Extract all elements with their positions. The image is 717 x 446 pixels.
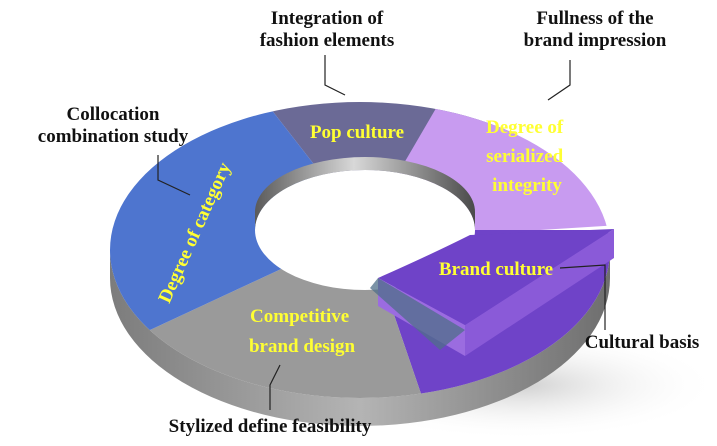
callout-collocation-line2: combination study <box>37 126 189 147</box>
callout-fullness-line2: brand impression <box>523 30 667 51</box>
brand-culture-slab-front <box>465 229 614 356</box>
leader-collocation <box>157 155 191 196</box>
callout-integration: Integration of fashion elements <box>247 8 407 52</box>
callout-fullness-line1: Fullness of the <box>536 8 654 29</box>
callout-collocation: Collocation combination study <box>8 104 218 148</box>
label-brand-culture: Brand culture <box>439 259 553 280</box>
ring-side-wall <box>110 250 610 426</box>
callout-integration-line1: Integration of <box>270 8 384 29</box>
callout-stylized: Stylized define feasibility <box>130 416 410 438</box>
callout-cultural-basis: Cultural basis <box>572 332 712 354</box>
label-serialized-integrity: Degree of serialized integrity <box>486 117 568 196</box>
callout-fullness: Fullness of the brand impression <box>495 8 695 52</box>
callout-stylized-line1: Stylized define feasibility <box>168 416 372 437</box>
leader-fullness <box>547 60 571 101</box>
hole-inner-wall <box>255 157 475 230</box>
segment-gap <box>370 278 465 350</box>
leader-stylized <box>269 364 281 410</box>
label-pop-culture: Pop culture <box>310 122 404 143</box>
callout-integration-line2: fashion elements <box>259 30 395 51</box>
callout-cultural-basis-line1: Cultural basis <box>584 332 700 353</box>
leader-integration <box>324 55 346 96</box>
leader-cultural-basis <box>559 264 606 330</box>
brand-culture-slab-top <box>378 229 614 325</box>
label-competitive-brand-design: Competitive brand design <box>249 306 356 357</box>
callout-collocation-line1: Collocation <box>66 104 160 125</box>
